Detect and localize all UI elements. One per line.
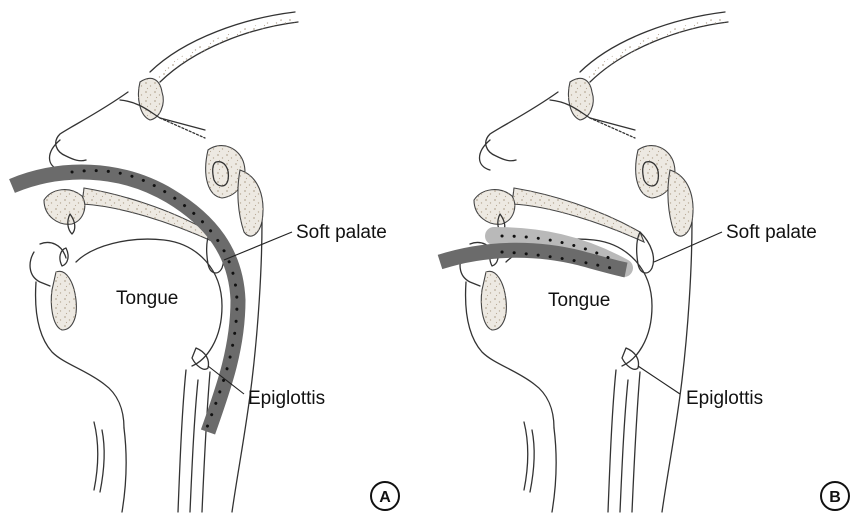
leader-soft-palate-b (654, 232, 722, 262)
svg-text:A: A (379, 489, 391, 506)
head-section-a (30, 12, 298, 512)
svg-text:B: B (829, 489, 841, 506)
label-soft-palate-b: Soft palate (726, 222, 817, 243)
leader-epiglottis-b (638, 366, 680, 394)
panel-b: Soft palate Tongue Epiglottis B (440, 12, 849, 512)
label-epiglottis-a: Epiglottis (248, 388, 325, 409)
panel-a: Soft palate Tongue Epiglottis A (12, 12, 399, 512)
label-tongue-b: Tongue (548, 290, 610, 311)
panel-badge-a: A (371, 482, 399, 510)
label-soft-palate-a: Soft palate (296, 222, 387, 243)
leader-soft-palate-a (224, 232, 292, 260)
label-tongue-a: Tongue (116, 288, 178, 309)
label-epiglottis-b: Epiglottis (686, 388, 763, 409)
panel-badge-b: B (821, 482, 849, 510)
